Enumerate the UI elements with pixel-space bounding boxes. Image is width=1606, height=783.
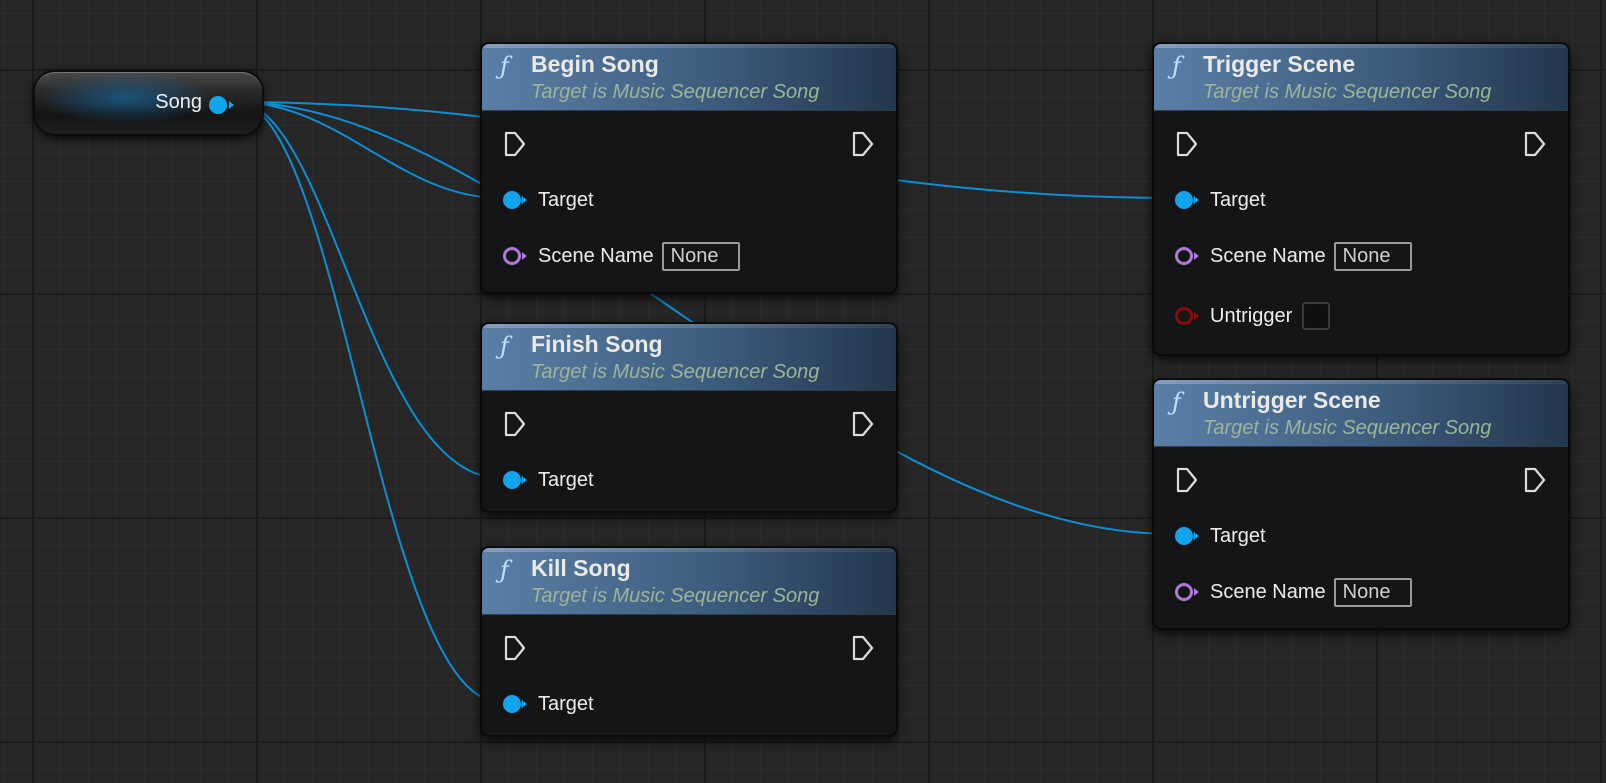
node-subtitle: Target is Music Sequencer Song [1203, 417, 1492, 439]
begin-song-node[interactable]: ƒ Begin Song Target is Music Sequencer S… [480, 42, 898, 294]
name-pin-icon[interactable] [502, 244, 528, 268]
node-title: Trigger Scene [1203, 51, 1356, 77]
scene-name-label: Scene Name [538, 244, 654, 267]
target-pin-row[interactable]: Target [1174, 521, 1266, 551]
target-label: Target [538, 468, 594, 491]
untrigger-pin-row[interactable]: Untrigger [1174, 301, 1331, 331]
node-subtitle: Target is Music Sequencer Song [531, 81, 820, 103]
name-pin-icon[interactable] [1174, 244, 1200, 268]
scene-name-input[interactable]: None [1333, 577, 1412, 607]
bool-pin-icon[interactable] [1174, 304, 1200, 328]
exec-out-pin-icon[interactable] [1524, 131, 1546, 157]
scene-name-pin-row[interactable]: Scene Name None [1174, 577, 1412, 607]
exec-out-pin-icon[interactable] [852, 635, 874, 661]
scene-name-input[interactable]: None [661, 241, 740, 271]
node-subtitle: Target is Music Sequencer Song [531, 585, 820, 607]
object-pin-icon[interactable] [1174, 524, 1200, 548]
wire-begin-song [235, 101, 501, 199]
node-header: ƒ Begin Song Target is Music Sequencer S… [482, 44, 896, 111]
function-icon: ƒ [1172, 52, 1181, 80]
finish-song-node[interactable]: ƒ Finish Song Target is Music Sequencer … [480, 322, 898, 513]
node-title: Kill Song [531, 555, 631, 581]
node-header: ƒ Finish Song Target is Music Sequencer … [482, 324, 896, 391]
node-header: ƒ Untrigger Scene Target is Music Sequen… [1154, 380, 1568, 447]
object-pin-icon[interactable] [502, 188, 528, 212]
exec-out-pin-icon[interactable] [852, 411, 874, 437]
node-title: Begin Song [531, 51, 659, 77]
node-header: ƒ Trigger Scene Target is Music Sequence… [1154, 44, 1568, 111]
node-subtitle: Target is Music Sequencer Song [531, 361, 820, 383]
song-variable-node[interactable]: Song [33, 70, 264, 136]
target-pin-row[interactable]: Target [502, 689, 594, 719]
song-variable-label: Song [155, 91, 202, 113]
function-icon: ƒ [500, 332, 509, 360]
kill-song-node[interactable]: ƒ Kill Song Target is Music Sequencer So… [480, 546, 898, 737]
function-icon: ƒ [1172, 388, 1181, 416]
object-pin-icon[interactable] [208, 93, 236, 117]
target-label: Target [538, 692, 594, 715]
object-pin-icon[interactable] [502, 468, 528, 492]
name-pin-icon[interactable] [1174, 580, 1200, 604]
exec-out-pin-icon[interactable] [852, 131, 874, 157]
node-title: Untrigger Scene [1203, 387, 1381, 413]
object-pin-icon[interactable] [1174, 188, 1200, 212]
untrigger-label: Untrigger [1210, 304, 1293, 327]
node-subtitle: Target is Music Sequencer Song [1203, 81, 1492, 103]
target-pin-row[interactable]: Target [502, 185, 594, 215]
wire-finish-song [235, 101, 501, 479]
scene-name-pin-row[interactable]: Scene Name None [502, 241, 740, 271]
exec-in-pin-icon[interactable] [1176, 467, 1198, 493]
exec-out-pin-icon[interactable] [1524, 467, 1546, 493]
target-label: Target [1210, 188, 1266, 211]
exec-in-pin-icon[interactable] [1176, 131, 1198, 157]
untrigger-checkbox[interactable] [1302, 302, 1331, 330]
target-label: Target [538, 188, 594, 211]
scene-name-label: Scene Name [1210, 244, 1326, 267]
scene-name-input[interactable]: None [1333, 241, 1412, 271]
object-pin-icon[interactable] [502, 692, 528, 716]
exec-in-pin-icon[interactable] [504, 635, 526, 661]
function-icon: ƒ [500, 556, 509, 584]
exec-in-pin-icon[interactable] [504, 411, 526, 437]
node-header: ƒ Kill Song Target is Music Sequencer So… [482, 548, 896, 615]
wire-kill-song [235, 101, 501, 703]
target-pin-row[interactable]: Target [1174, 185, 1266, 215]
trigger-scene-node[interactable]: ƒ Trigger Scene Target is Music Sequence… [1152, 42, 1570, 356]
exec-in-pin-icon[interactable] [504, 131, 526, 157]
scene-name-pin-row[interactable]: Scene Name None [1174, 241, 1412, 271]
node-title: Finish Song [531, 331, 663, 357]
function-icon: ƒ [500, 52, 509, 80]
target-label: Target [1210, 524, 1266, 547]
scene-name-label: Scene Name [1210, 580, 1326, 603]
target-pin-row[interactable]: Target [502, 465, 594, 495]
untrigger-scene-node[interactable]: ƒ Untrigger Scene Target is Music Sequen… [1152, 378, 1570, 630]
